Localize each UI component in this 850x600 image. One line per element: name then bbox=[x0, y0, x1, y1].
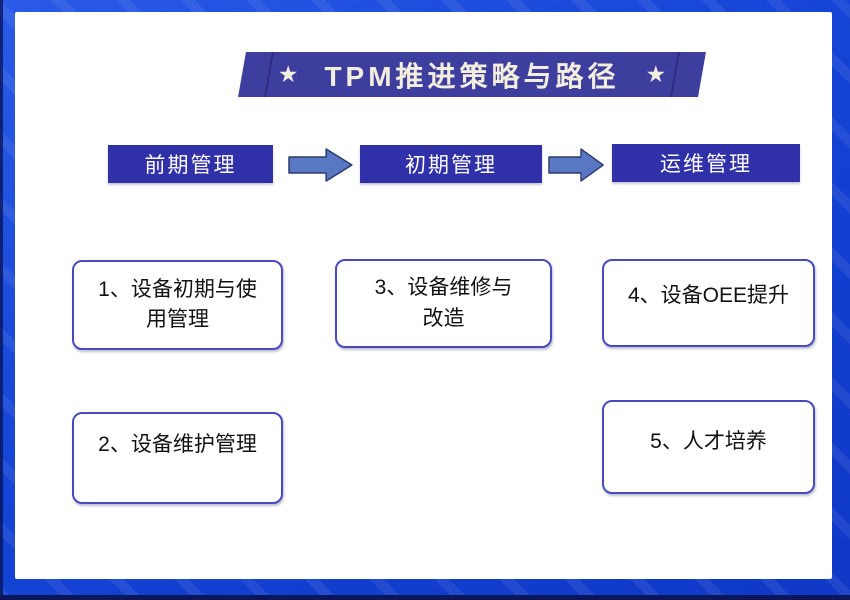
item-box-1: 1、设备初期与使 用管理 bbox=[72, 260, 283, 350]
item-box-text: 1、设备初期与使 bbox=[98, 277, 257, 301]
right-arrow-icon bbox=[548, 148, 604, 182]
stage-header-label: 初期管理 bbox=[405, 154, 497, 177]
page-title: TPM推进策略与路径 bbox=[324, 60, 620, 92]
item-box-2: 2、设备维护管理 bbox=[72, 412, 283, 504]
title-banner-content: ★ TPM推进策略与路径 ★ bbox=[242, 52, 702, 97]
item-box-5: 5、人才培养 bbox=[602, 400, 815, 494]
item-box-text: 4、设备OEE提升 bbox=[627, 283, 790, 307]
right-arrow-icon bbox=[288, 148, 353, 182]
star-icon-left: ★ bbox=[277, 61, 299, 87]
title-banner: ★ TPM推进策略与路径 ★ bbox=[238, 52, 706, 97]
stage-header-initial-management: 初期管理 bbox=[360, 145, 542, 183]
stage-header-label: 运维管理 bbox=[660, 153, 752, 176]
item-box-text: 用管理 bbox=[146, 308, 209, 331]
bottom-dark-strip bbox=[0, 595, 850, 600]
item-box-text: 2、设备维护管理 bbox=[98, 432, 257, 456]
content-card: ★ TPM推进策略与路径 ★ 前期管理 初期管理 运维管理 1、设备初期与使 用… bbox=[15, 12, 832, 579]
star-icon-right: ★ bbox=[645, 61, 667, 87]
item-box-4: 4、设备OEE提升 bbox=[602, 259, 815, 347]
item-box-text: 5、人才培养 bbox=[650, 429, 767, 453]
item-box-text: 3、设备维修与 bbox=[374, 276, 513, 300]
item-box-text: 改造 bbox=[422, 306, 465, 330]
left-edge-shadow bbox=[0, 0, 3, 600]
stage-header-early-management: 前期管理 bbox=[108, 145, 273, 183]
stage-header-operations-management: 运维管理 bbox=[612, 144, 800, 182]
item-box-3: 3、设备维修与 改造 bbox=[335, 259, 552, 348]
stage-header-label: 前期管理 bbox=[144, 154, 237, 177]
